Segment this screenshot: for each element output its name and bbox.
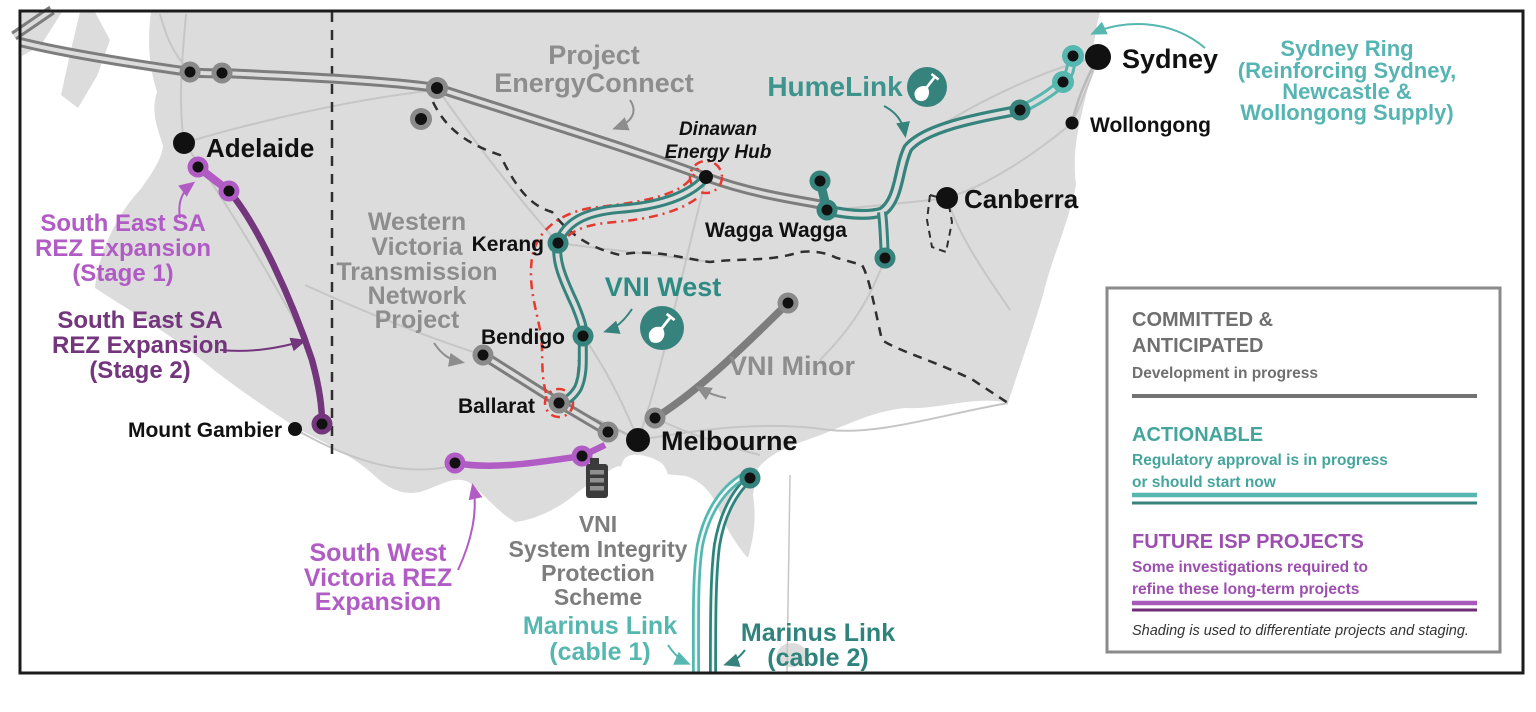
label-kerang: Kerang	[472, 233, 544, 256]
label-sips-2: System Integrity	[509, 536, 688, 562]
legend-note: Shading is used to differentiate project…	[1132, 623, 1469, 639]
annotation-arrows	[178, 21, 1206, 667]
battery-icon	[586, 458, 608, 498]
label-humelink: HumeLink	[767, 71, 903, 102]
label-dinawan-2: Energy Hub	[665, 142, 772, 163]
legend-committed-title-2: ANTICIPATED	[1132, 335, 1263, 357]
city-labels: Adelaide Sydney Wollongong Canberra Melb…	[128, 44, 1218, 456]
shovel-icon-humelink	[907, 67, 947, 107]
label-energyconnect-2: EnergyConnect	[494, 68, 694, 98]
bay	[618, 454, 669, 506]
arrow-marinus1	[667, 644, 691, 665]
dot-canberra	[936, 187, 958, 209]
label-bendigo: Bendigo	[481, 326, 565, 349]
label-sips-1: VNI	[579, 511, 617, 537]
label-sesa2-3: (Stage 2)	[89, 357, 190, 384]
label-sips-3: Protection	[541, 560, 655, 586]
label-swvic-2: Victoria REZ	[304, 564, 452, 592]
label-mount-gambier: Mount Gambier	[128, 419, 282, 442]
line-vni-minor	[653, 300, 791, 422]
legend-box	[1105, 286, 1502, 654]
legend-future-title: FUTURE ISP PROJECTS	[1132, 531, 1364, 553]
label-dinawan-1: Dinawan	[679, 119, 757, 140]
label-wvtnp-2: Victoria	[371, 233, 463, 261]
line-marinus-cable2	[709, 474, 753, 675]
line-vni-west	[552, 173, 710, 408]
label-sesa1-3: (Stage 1)	[72, 260, 173, 287]
label-melbourne: Melbourne	[661, 426, 798, 456]
label-swvic-1: South West	[309, 539, 447, 567]
label-sydney-ring-2: (Reinforcing Sydney,	[1238, 58, 1456, 83]
dot-sydney	[1085, 44, 1111, 70]
label-ballarat: Ballarat	[458, 395, 535, 418]
label-wollongong: Wollongong	[1090, 114, 1211, 137]
label-marinus1-2: (cable 1)	[549, 638, 650, 666]
arrow-sw-vic	[457, 483, 483, 571]
dot-melbourne	[626, 428, 650, 452]
arrow-wvtnp	[433, 342, 465, 367]
label-wvtnp-5: Project	[375, 306, 460, 334]
city-dots	[173, 44, 1111, 452]
legend-committed-desc: Development in progress	[1132, 365, 1318, 382]
label-wvtnp-3: Transmission	[336, 258, 497, 286]
label-sydney-ring-3: Newcastle &	[1282, 79, 1412, 104]
arrow-stage2	[219, 337, 307, 352]
label-sesa1-2: REZ Expansion	[35, 235, 211, 262]
arrow-humelink	[883, 105, 910, 138]
label-adelaide: Adelaide	[206, 133, 314, 163]
label-swvic-3: Expansion	[315, 588, 441, 616]
project-nodes	[179, 45, 1084, 489]
legend: COMMITTED & ANTICIPATED Development in p…	[1105, 286, 1502, 654]
island	[777, 643, 807, 667]
label-marinus2-1: Marinus Link	[741, 619, 895, 647]
dot-mount-gambier	[288, 422, 302, 436]
arrow-stage1	[178, 181, 196, 219]
shovel-icon-vni-west	[640, 306, 684, 350]
legend-committed-title-1: COMMITTED &	[1132, 309, 1273, 331]
label-energyconnect-1: Project	[548, 40, 640, 70]
label-sips-4: Scheme	[554, 584, 642, 610]
label-marinus1-1: Marinus Link	[523, 612, 677, 640]
legend-actionable-desc-1: Regulatory approval is in progress	[1132, 452, 1388, 469]
label-wvtnp-1: Western	[368, 208, 466, 236]
arrow-vni-minor	[695, 386, 727, 401]
dot-adelaide	[173, 132, 195, 154]
legend-actionable-desc-2: or should start now	[1132, 474, 1277, 491]
vni-west-red-outline	[529, 159, 724, 419]
label-marinus2-2: (cable 2)	[767, 644, 868, 672]
label-sesa1-1: South East SA	[40, 210, 205, 237]
arrow-sydney-ring	[1090, 21, 1206, 49]
label-sesa2-2: REZ Expansion	[52, 332, 228, 359]
legend-future-desc-1: Some investigations required to	[1132, 559, 1368, 576]
label-sesa2-1: South East SA	[57, 307, 222, 334]
line-marinus-cable1	[691, 470, 750, 675]
arrow-vni-west	[603, 308, 633, 334]
label-vni-west: VNI West	[605, 272, 722, 302]
label-sydney-ring-4: Wollongong Supply)	[1240, 100, 1453, 125]
arrow-energyconnect	[612, 99, 635, 131]
arrow-marinus2	[723, 649, 746, 667]
legend-future-desc-2: refine these long-term projects	[1132, 581, 1359, 598]
label-vni-minor: VNI Minor	[729, 351, 855, 381]
map-border	[18, 9, 1525, 675]
label-wvtnp-4: Network	[368, 282, 467, 310]
legend-actionable-title: ACTIONABLE	[1132, 424, 1263, 446]
label-sydney-ring-1: Sydney Ring	[1280, 36, 1413, 61]
dot-wollongong	[1065, 116, 1079, 130]
project-labels: Project EnergyConnect Dinawan Energy Hub…	[35, 36, 1456, 672]
label-sydney: Sydney	[1122, 44, 1218, 74]
label-canberra: Canberra	[964, 184, 1079, 214]
nsw-vic-border	[431, 101, 1009, 405]
landmass	[22, 12, 1100, 667]
label-wagga-wagga: Wagga Wagga	[705, 219, 847, 242]
